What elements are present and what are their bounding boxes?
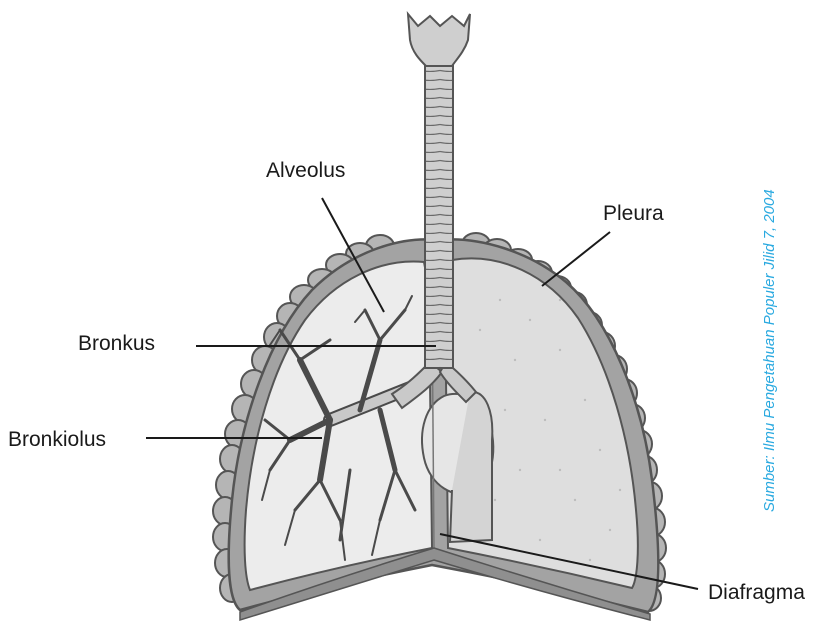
pleura-label: Pleura: [603, 202, 664, 225]
alveolus-label: Alveolus: [266, 159, 345, 182]
trachea: [425, 64, 453, 368]
diafragma-label: Diafragma: [708, 581, 805, 604]
source-caption: Sumber: Ilmu Pengetahuan Populer Jilid 7…: [761, 189, 778, 512]
larynx: [408, 14, 470, 66]
bronkiolus-label: Bronkiolus: [8, 428, 106, 451]
pleura-leader: [542, 232, 610, 286]
bronkus-label: Bronkus: [78, 332, 155, 355]
